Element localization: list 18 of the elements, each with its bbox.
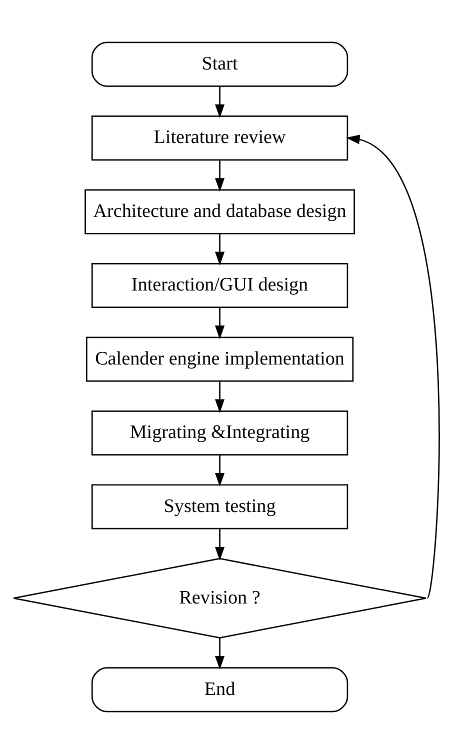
node-box: Interaction/GUI design [91,262,348,308]
arrow [215,454,225,486]
node-box: Calender engine implementation [86,336,354,382]
node-box: Migrating &Integrating [91,410,348,456]
node-diamond: Revision ? [12,557,427,638]
arrow [215,86,225,118]
node-box: Start [91,41,348,86]
node-box: Architecture and database design [84,188,355,234]
arrow [215,638,225,670]
arrow [346,134,440,598]
node-box: Literature review [91,115,348,160]
arrow [215,380,225,412]
node-box: System testing [91,484,348,529]
arrow [215,528,225,560]
arrow [215,306,225,339]
arrow [215,233,225,265]
arrow [215,159,225,192]
node-box: End [91,666,348,712]
